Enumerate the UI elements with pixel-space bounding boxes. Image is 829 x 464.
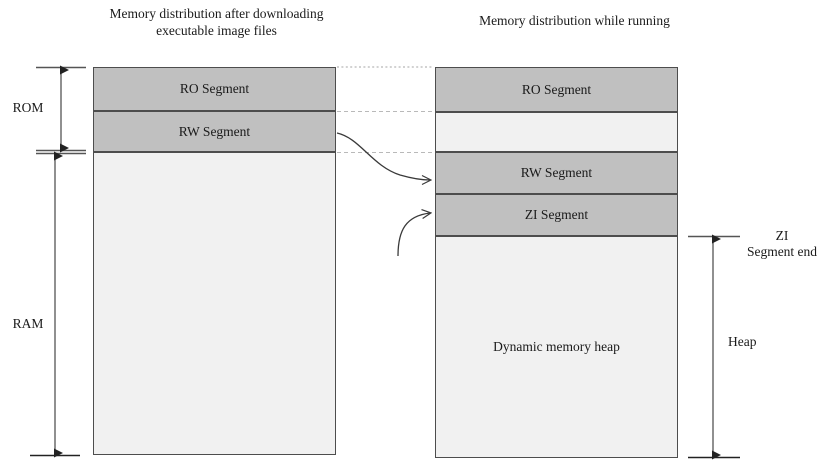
rom-bracket xyxy=(36,65,86,153)
connector-zi-creation xyxy=(397,213,430,257)
ram-bracket-label: RAM xyxy=(12,316,44,331)
heap-bracket xyxy=(688,234,740,460)
right-gap-area xyxy=(435,112,678,152)
zi-segment-end-label: ZI Segment end xyxy=(746,228,818,259)
connector-rw-relocation xyxy=(336,132,430,180)
right-heap-area: Dynamic memory heap xyxy=(435,236,678,458)
right-ro-segment: RO Segment xyxy=(435,67,678,112)
heap-bracket-label: Heap xyxy=(728,334,757,349)
ram-bracket xyxy=(30,151,86,458)
left-free-area xyxy=(93,152,336,455)
right-column-title: Memory distribution while running xyxy=(479,13,670,28)
left-column-title: Memory distribution after downloading ex… xyxy=(109,6,324,38)
rom-bracket-label: ROM xyxy=(12,100,44,115)
